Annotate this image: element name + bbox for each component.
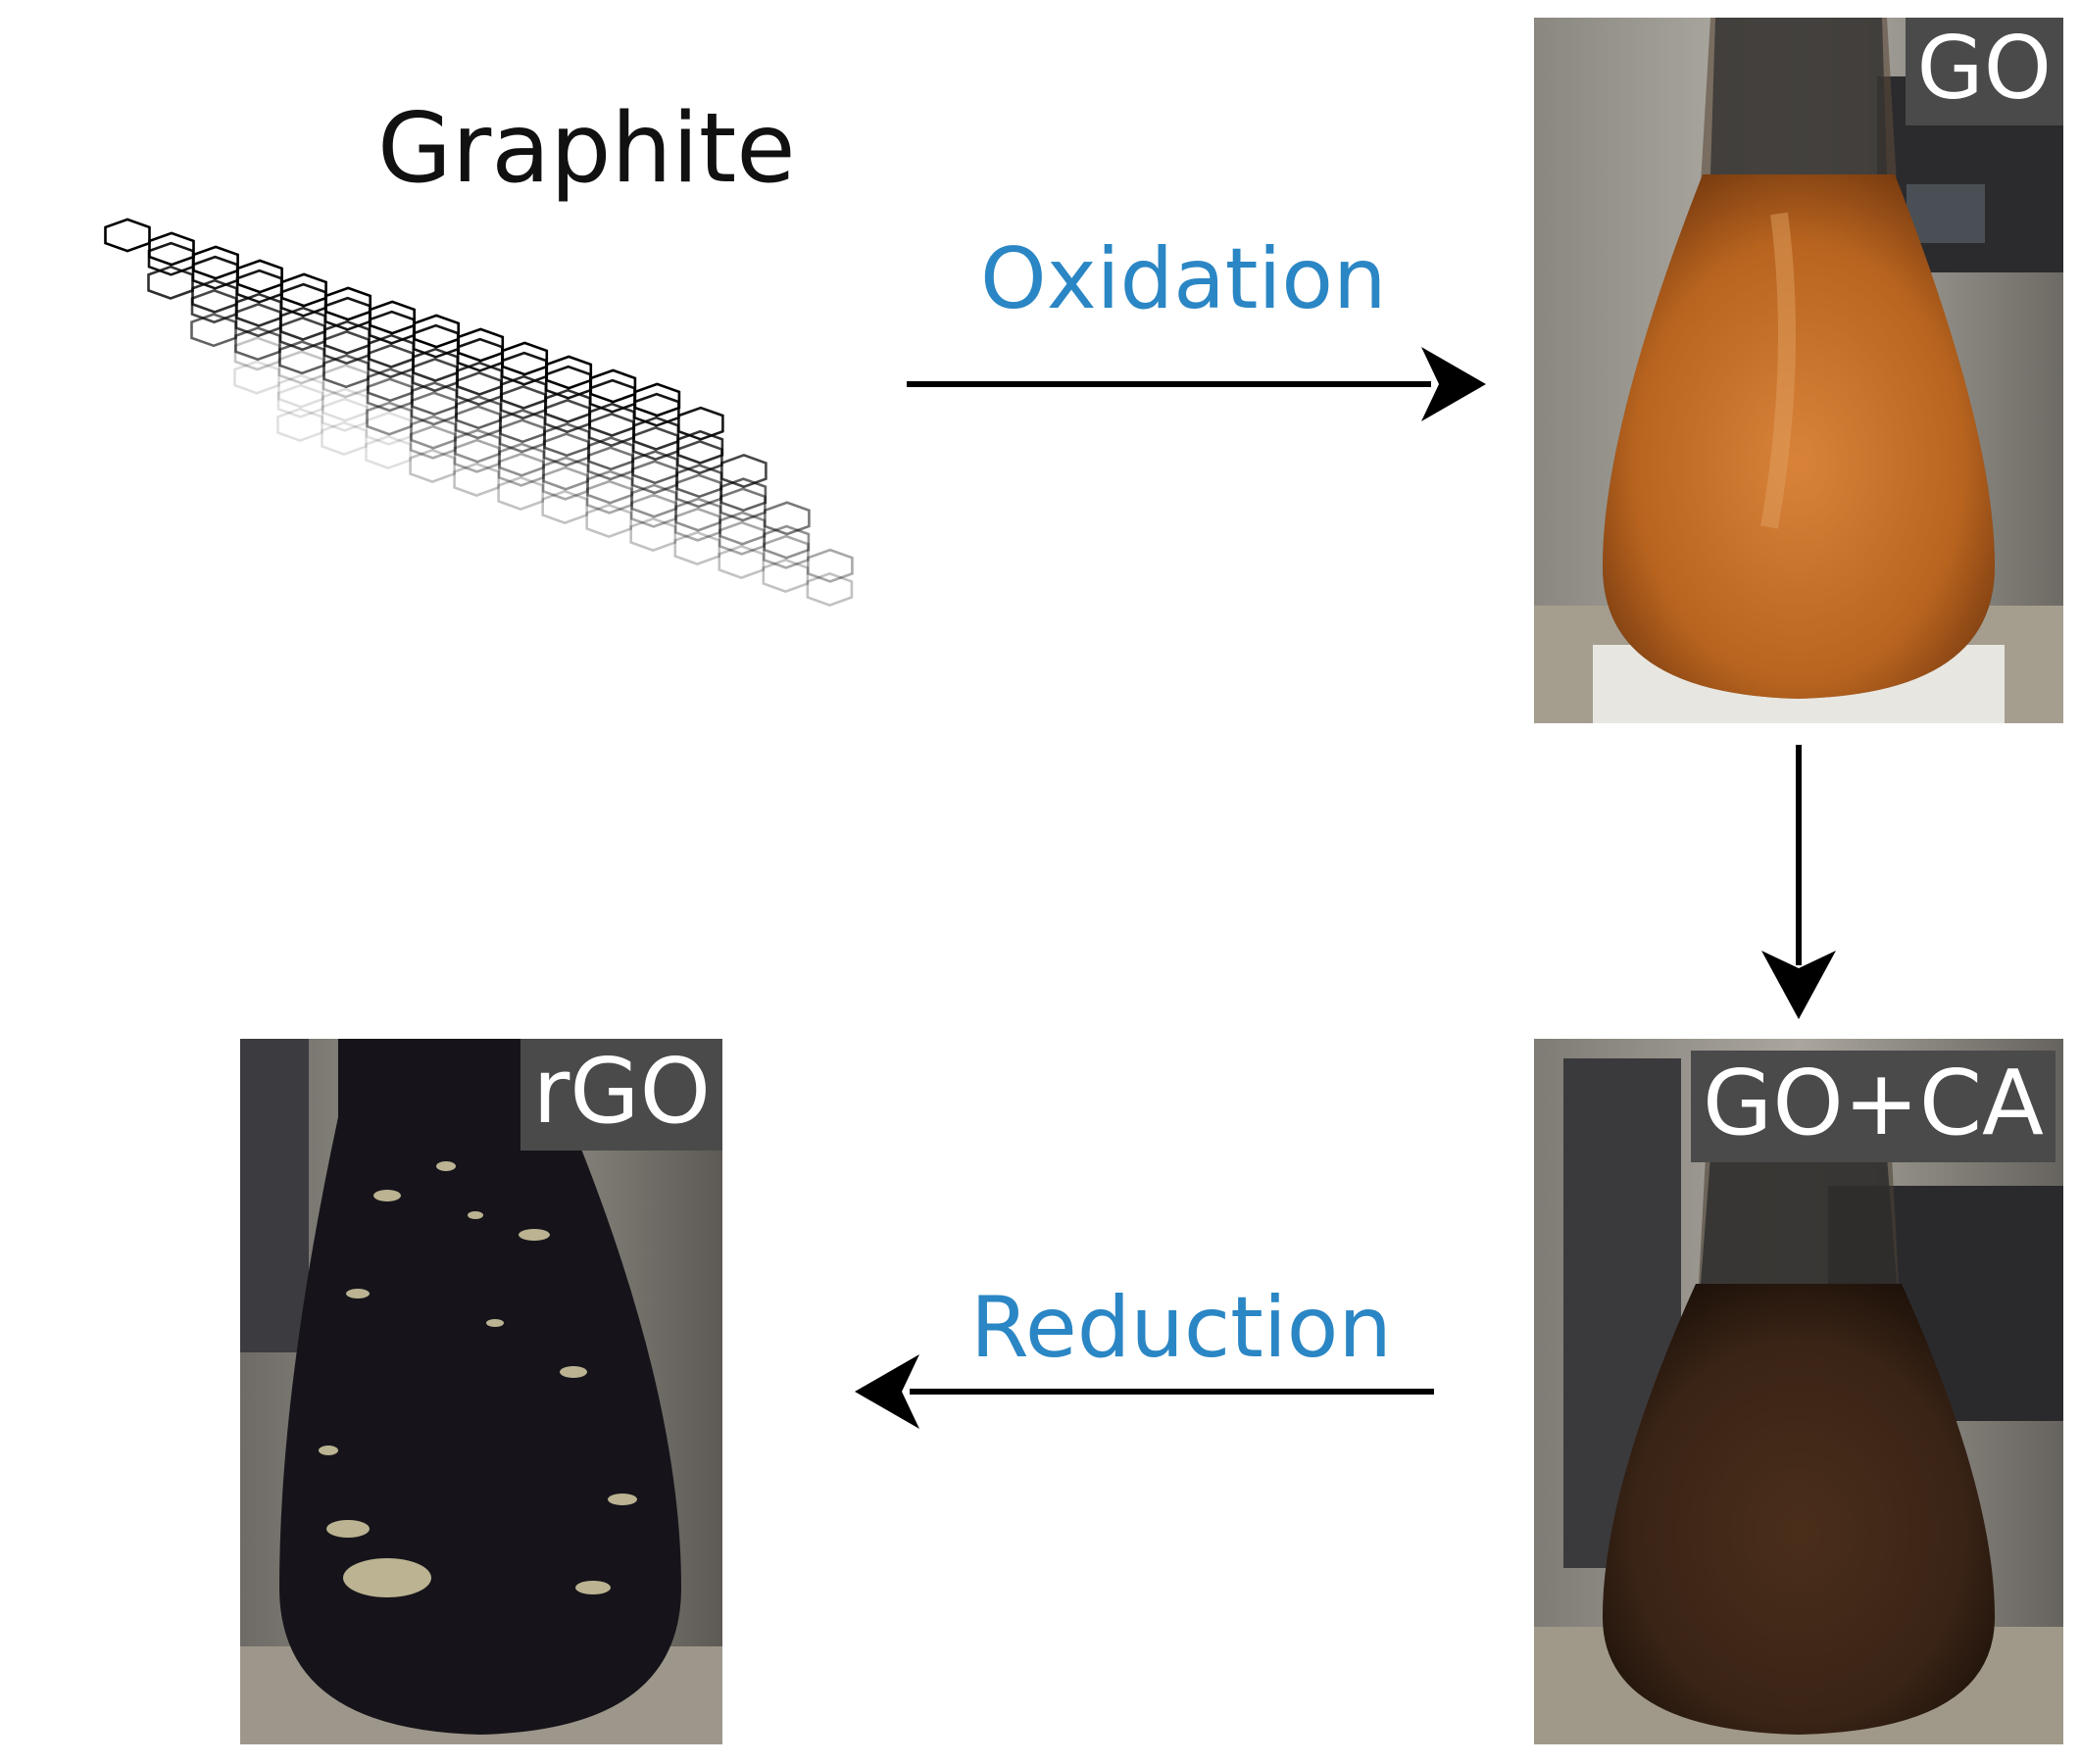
go-flask-photo: GO <box>1534 18 2063 723</box>
lattice-hexagon <box>762 558 810 593</box>
go-tag: GO <box>1905 18 2063 125</box>
lattice-hexagon <box>718 544 766 579</box>
lattice-hexagon <box>190 313 237 348</box>
lattice-hexagon <box>497 452 545 487</box>
lattice-hexagon <box>366 401 413 436</box>
lattice-hexagon <box>673 530 721 565</box>
lattice-hexagon <box>409 424 457 460</box>
lattice-hexagon <box>409 448 456 483</box>
lattice-hexagon <box>674 497 722 532</box>
lattice-hexagon <box>541 489 589 524</box>
lattice-hexagon <box>718 520 766 556</box>
lattice-hexagon <box>763 524 811 560</box>
go-ca-tag: GO+CA <box>1691 1051 2055 1162</box>
lattice-hexagon <box>497 475 545 511</box>
lattice-hexagon <box>718 511 767 546</box>
oxidation-label: Oxidation <box>980 230 1387 328</box>
lattice-hexagon <box>233 336 281 371</box>
go-ca-flask-photo: GO+CA <box>1534 1039 2063 1744</box>
lattice-hexagon <box>321 420 368 456</box>
lattice-hexagon <box>629 516 677 552</box>
lattice-hexagon <box>586 469 634 505</box>
lattice-hexagon <box>277 350 325 385</box>
reduction-label: Reduction <box>970 1279 1392 1377</box>
lattice-hexagon <box>585 503 633 538</box>
lattice-hexagon <box>277 373 324 409</box>
lattice-hexagon <box>673 507 721 542</box>
reduction-arrow <box>855 1354 1434 1429</box>
lattice-hexagon <box>720 454 768 489</box>
lattice-hexagon <box>498 442 546 477</box>
lattice-hexagon <box>807 548 854 583</box>
lattice-hexagon <box>630 483 678 518</box>
lattice-hexagon <box>764 501 811 536</box>
lattice-hexagon <box>629 493 677 528</box>
lattice-hexagon <box>365 434 412 469</box>
lattice-hexagon <box>322 387 369 422</box>
lattice-hexagon <box>542 456 590 491</box>
lattice-hexagon <box>276 407 323 442</box>
lattice-hexagon <box>147 265 194 300</box>
lattice-hexagon <box>454 428 502 464</box>
lattice-hexagon <box>585 479 633 514</box>
lattice-hexagon <box>806 571 854 607</box>
rgo-flask-photo: rGO <box>240 1039 722 1744</box>
lattice-hexagon <box>365 411 413 446</box>
rgo-tag: rGO <box>520 1039 722 1151</box>
lattice-hexagon <box>321 397 369 432</box>
lattice-hexagon <box>276 383 324 418</box>
oxidation-arrow <box>907 347 1486 421</box>
lattice-hexagon <box>104 218 151 253</box>
lattice-hexagon <box>541 466 589 501</box>
lattice-hexagon <box>453 462 500 497</box>
lattice-hexagon <box>453 438 501 473</box>
graphite-label: Graphite <box>377 93 796 205</box>
lattice-hexagon <box>233 360 280 395</box>
graphite-lattice-illustration <box>104 218 854 607</box>
lattice-hexagon <box>410 415 457 450</box>
go-to-go-ca-arrow <box>1761 745 1836 1019</box>
lattice-hexagon <box>763 534 810 569</box>
lattice-hexagon <box>677 406 724 441</box>
